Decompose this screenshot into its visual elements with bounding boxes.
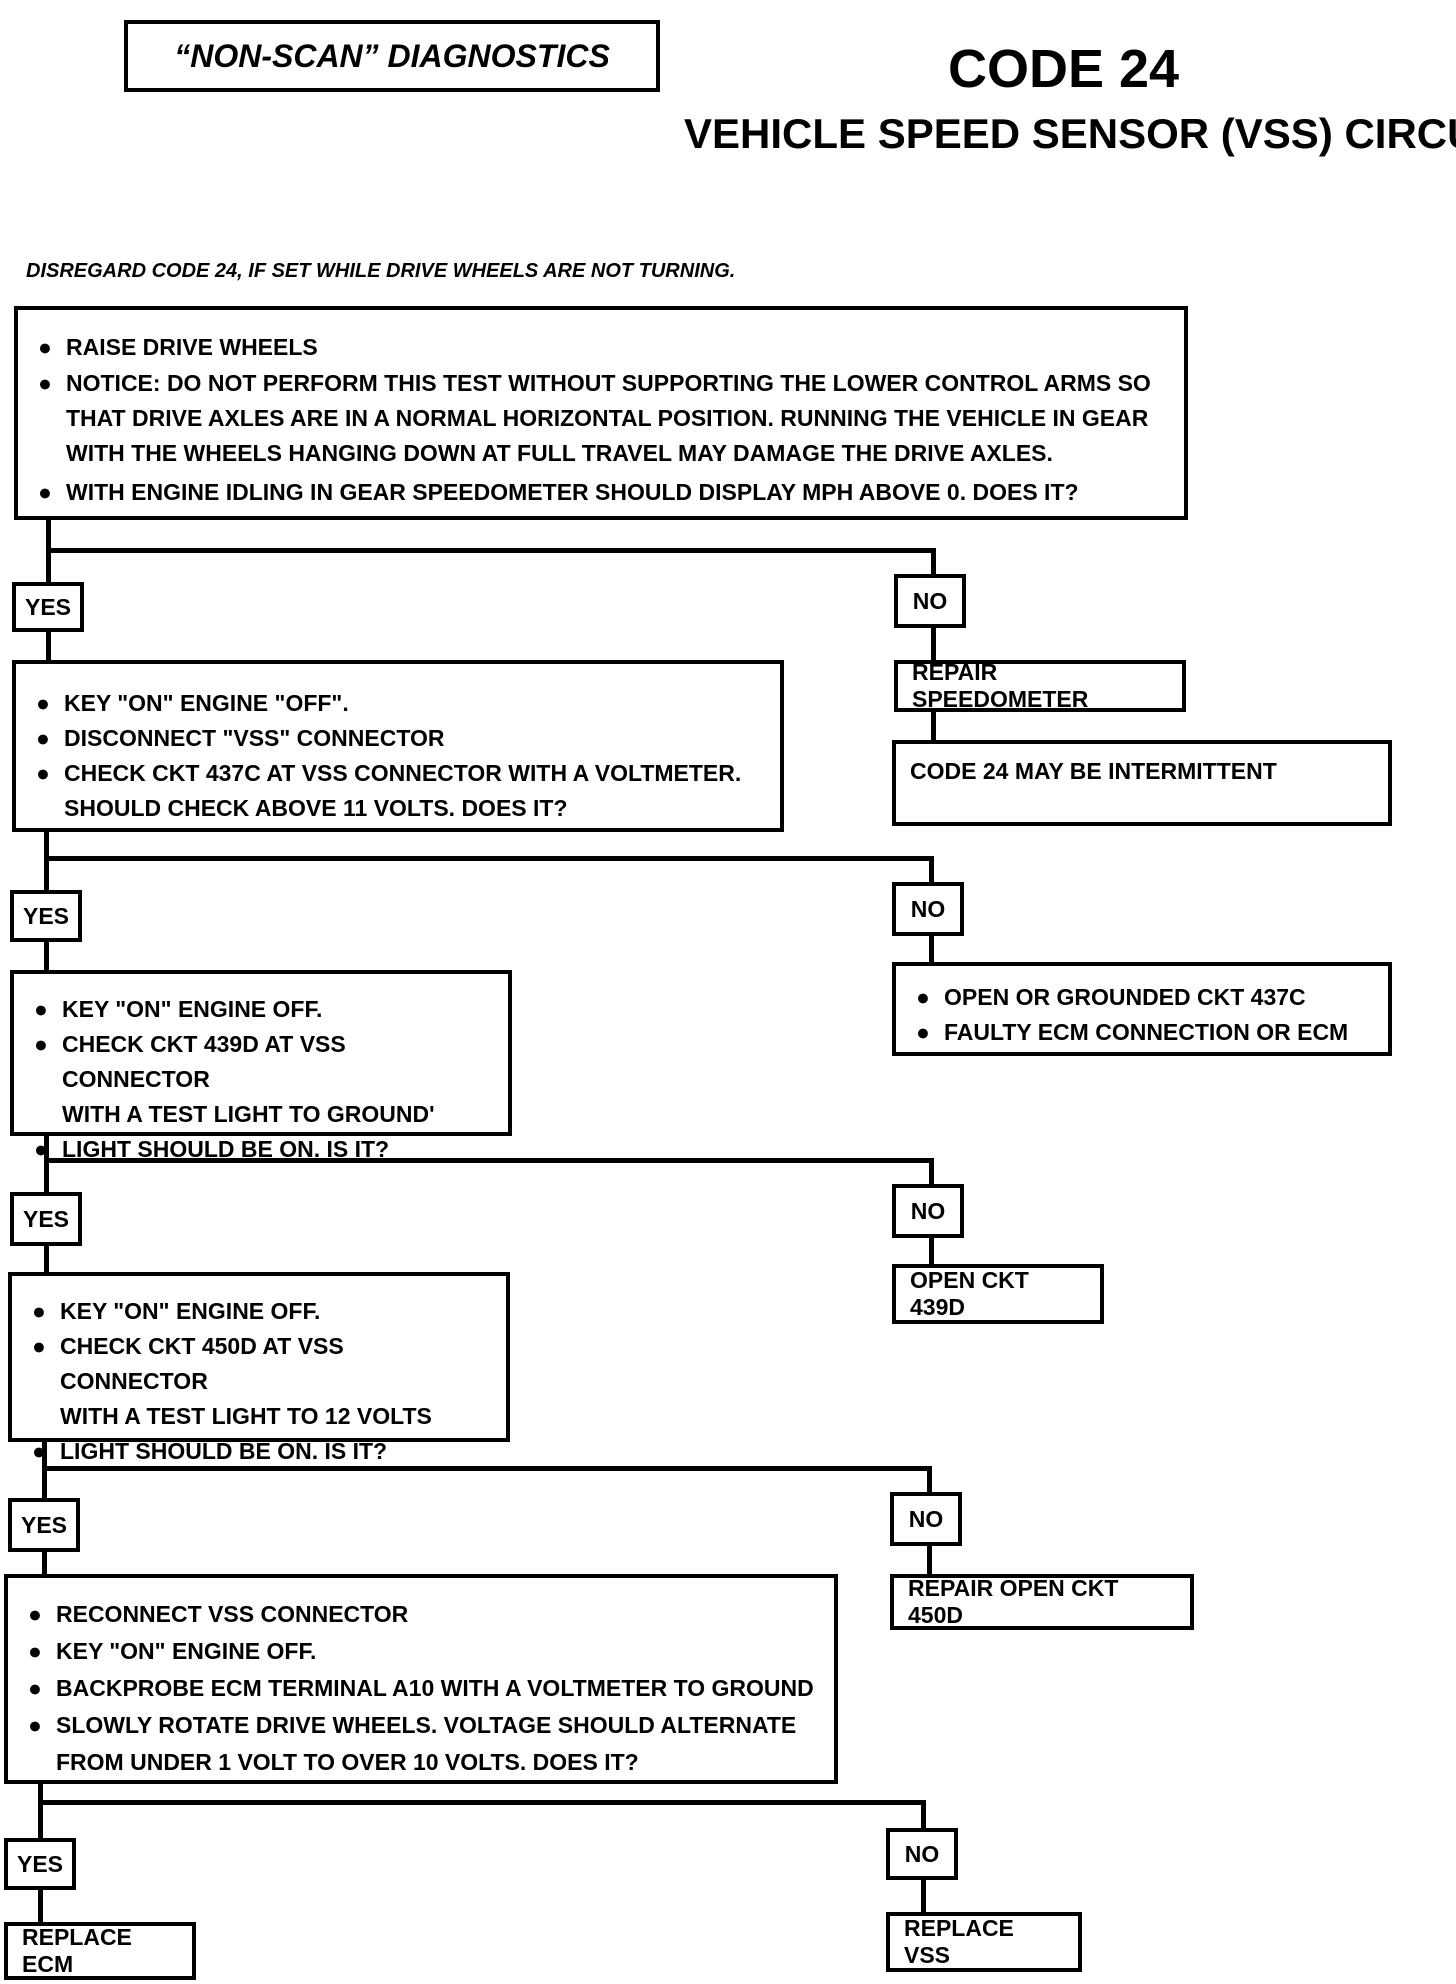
- bullet-icon: ●: [38, 479, 52, 505]
- step3-item: ●KEY "ON" ENGINE OFF.: [28, 992, 494, 1027]
- connector: [44, 856, 934, 861]
- step4-item: ●CHECK CKT 450D AT VSS CONNECTOR: [26, 1329, 492, 1399]
- step3-item: ●CHECK CKT 439D AT VSS CONNECTOR: [28, 1027, 494, 1097]
- yes-label: YES: [10, 890, 82, 942]
- bullet-icon: ●: [916, 984, 930, 1010]
- step5-item-cont: FROM UNDER 1 VOLT TO OVER 10 VOLTS. DOES…: [56, 1749, 639, 1775]
- replace-ecm-box: REPLACE ECM: [4, 1922, 196, 1980]
- bullet-icon: ●: [34, 1136, 48, 1162]
- step2-no-result-box: ●OPEN OR GROUNDED CKT 437C ●FAULTY ECM C…: [892, 962, 1392, 1056]
- step5-item: ●RECONNECT VSS CONNECTOR: [22, 1596, 820, 1633]
- bullet-icon: ●: [36, 760, 50, 786]
- bullet-icon: ●: [28, 1638, 42, 1664]
- diagnostics-title: “NON-SCAN” DIAGNOSTICS: [174, 37, 610, 74]
- connector: [38, 1800, 926, 1805]
- step2-item: ●CHECK CKT 437C AT VSS CONNECTOR WITH A …: [30, 756, 766, 791]
- no-label: NO: [894, 574, 966, 628]
- yes-label: YES: [8, 1498, 80, 1552]
- yes-label: YES: [4, 1838, 76, 1890]
- step1-item-cont: THAT DRIVE AXLES ARE IN A NORMAL HORIZON…: [66, 405, 1149, 431]
- no-label: NO: [892, 1184, 964, 1238]
- step1-item: ●RAISE DRIVE WHEELS: [32, 330, 1170, 365]
- bullet-icon: ●: [38, 334, 52, 360]
- connector: [44, 1244, 49, 1274]
- step1-item: ●WITH ENGINE IDLING IN GEAR SPEEDOMETER …: [32, 475, 1170, 510]
- open-ckt-439d-box: OPEN CKT 439D: [892, 1264, 1104, 1324]
- no-label: NO: [890, 1492, 962, 1546]
- bullet-icon: ●: [916, 1019, 930, 1045]
- connector: [931, 710, 936, 740]
- yes-label: YES: [12, 582, 84, 632]
- step4-box: ●KEY "ON" ENGINE OFF. ●CHECK CKT 450D AT…: [8, 1272, 510, 1464]
- connector: [927, 1466, 932, 1492]
- bullet-icon: ●: [36, 690, 50, 716]
- no-result-item: ●FAULTY ECM CONNECTION OR ECM: [910, 1015, 1374, 1050]
- no-label: NO: [886, 1828, 958, 1880]
- connector: [931, 626, 936, 660]
- no-result-item: ●OPEN OR GROUNDED CKT 437C: [910, 980, 1374, 1015]
- code-title: CODE 24: [948, 39, 1180, 99]
- connector: [44, 1134, 49, 1194]
- bullet-icon: ●: [32, 1298, 46, 1324]
- connector: [44, 1158, 934, 1163]
- repair-speedometer-box: REPAIR SPEEDOMETER: [894, 659, 1186, 712]
- connector: [42, 1550, 47, 1578]
- step1-box: ●RAISE DRIVE WHEELS ●NOTICE: DO NOT PERF…: [14, 306, 1188, 520]
- bullet-icon: ●: [34, 996, 48, 1022]
- bullet-icon: ●: [28, 1601, 42, 1627]
- step3-item-cont: WITH A TEST LIGHT TO GROUND': [62, 1101, 435, 1127]
- step5-item: ●BACKPROBE ECM TERMINAL A10 WITH A VOLTM…: [22, 1670, 820, 1707]
- step1-item-cont: WITH THE WHEELS HANGING DOWN AT FULL TRA…: [66, 440, 1053, 466]
- bullet-icon: ●: [32, 1333, 46, 1359]
- step4-item-cont: WITH A TEST LIGHT TO 12 VOLTS: [60, 1403, 432, 1429]
- replace-vss-box: REPLACE VSS: [886, 1912, 1082, 1972]
- step1-item: ●NOTICE: DO NOT PERFORM THIS TEST WITHOU…: [32, 366, 1170, 401]
- step2-item: ●KEY "ON" ENGINE "OFF".: [30, 686, 766, 721]
- bullet-icon: ●: [28, 1712, 42, 1738]
- bullet-icon: ●: [34, 1031, 48, 1057]
- connector: [42, 1466, 932, 1471]
- connector: [46, 630, 51, 666]
- step2-item: ●DISCONNECT "VSS" CONNECTOR: [30, 721, 766, 756]
- disregard-note: DISREGARD CODE 24, IF SET WHILE DRIVE WH…: [26, 260, 736, 282]
- connector: [929, 856, 934, 882]
- diagnostics-title-box: “NON-SCAN” DIAGNOSTICS: [124, 20, 660, 92]
- step2-box: ●KEY "ON" ENGINE "OFF". ●DISCONNECT "VSS…: [12, 660, 784, 832]
- connector: [38, 1888, 43, 1924]
- connector: [46, 548, 936, 553]
- connector: [44, 940, 49, 972]
- connector: [929, 1236, 934, 1266]
- step3-box: ●KEY "ON" ENGINE OFF. ●CHECK CKT 439D AT…: [10, 970, 512, 1162]
- step4-item: ●LIGHT SHOULD BE ON. IS IT?: [26, 1434, 492, 1469]
- intermittent-box: CODE 24 MAY BE INTERMITTENT: [892, 740, 1392, 826]
- step5-item: ●KEY "ON" ENGINE OFF.: [22, 1633, 820, 1670]
- step4-item: ●KEY "ON" ENGINE OFF.: [26, 1294, 492, 1329]
- connector: [921, 1800, 926, 1828]
- connector: [921, 1878, 926, 1914]
- connector: [927, 1544, 932, 1576]
- connector: [929, 934, 934, 964]
- bullet-icon: ●: [36, 725, 50, 751]
- step3-item: ●LIGHT SHOULD BE ON. IS IT?: [28, 1132, 494, 1167]
- circuit-title: VEHICLE SPEED SENSOR (VSS) CIRCUIT: [684, 110, 1456, 157]
- bullet-icon: ●: [32, 1438, 46, 1464]
- connector: [931, 548, 936, 574]
- no-label: NO: [892, 882, 964, 936]
- step5-box: ●RECONNECT VSS CONNECTOR ●KEY "ON" ENGIN…: [4, 1574, 838, 1784]
- step5-item: ●SLOWLY ROTATE DRIVE WHEELS. VOLTAGE SHO…: [22, 1707, 820, 1744]
- bullet-icon: ●: [28, 1675, 42, 1701]
- connector: [38, 1782, 43, 1838]
- step2-item-cont: SHOULD CHECK ABOVE 11 VOLTS. DOES IT?: [64, 795, 568, 821]
- repair-open-ckt-450d-box: REPAIR OPEN CKT 450D: [890, 1574, 1194, 1630]
- yes-label: YES: [10, 1192, 82, 1246]
- bullet-icon: ●: [38, 370, 52, 396]
- connector: [929, 1158, 934, 1184]
